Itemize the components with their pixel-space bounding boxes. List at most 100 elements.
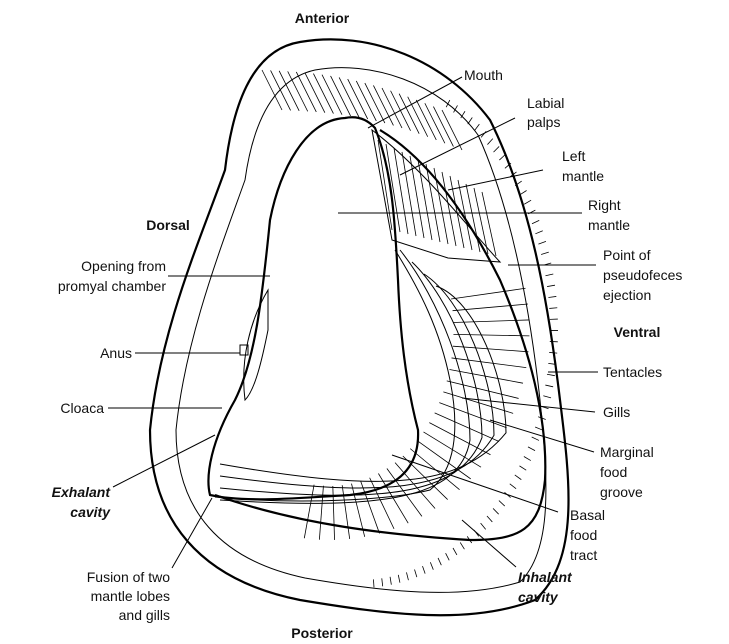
tentacle-tick bbox=[549, 352, 557, 353]
palp-stripe bbox=[410, 156, 424, 238]
hinge-line bbox=[296, 72, 316, 112]
tentacle-tick bbox=[548, 296, 556, 297]
palp-stripe bbox=[482, 192, 496, 256]
label-basal-3: tract bbox=[570, 547, 597, 563]
label-anterior: Anterior bbox=[295, 10, 350, 26]
tentacle-tick bbox=[415, 569, 417, 577]
gill-lamella bbox=[423, 432, 481, 467]
label-anus: Anus bbox=[100, 345, 132, 361]
leader-gills bbox=[462, 398, 595, 412]
label-inhalant-1: Inhalant bbox=[518, 569, 573, 585]
label-cloaca: Cloaca bbox=[60, 400, 104, 416]
tentacle-tick bbox=[547, 374, 555, 375]
label-exhalant-2: cavity bbox=[70, 504, 111, 520]
tentacle-tick bbox=[535, 427, 542, 430]
tentacle-tick bbox=[545, 274, 553, 276]
leader-labial-palps bbox=[400, 118, 515, 175]
palp-stripe bbox=[434, 168, 448, 244]
label-marginal-2: food bbox=[600, 464, 627, 480]
label-inhalant-2: cavity bbox=[518, 589, 559, 605]
tentacle-tick bbox=[535, 231, 542, 234]
tentacle-tick bbox=[545, 385, 553, 387]
gill-lamella bbox=[304, 485, 314, 539]
hinge-line bbox=[305, 73, 325, 113]
label-left-mantle-1: Left bbox=[562, 148, 585, 164]
label-exhalant-1: Exhalant bbox=[52, 484, 112, 500]
gill-lamella bbox=[333, 486, 335, 540]
tentacle-tick bbox=[382, 578, 383, 586]
label-marginal-3: groove bbox=[600, 484, 643, 500]
gill-inner bbox=[215, 250, 455, 501]
label-right-mantle-2: mantle bbox=[588, 217, 630, 233]
tentacle-tick bbox=[481, 523, 486, 529]
hinge-line bbox=[331, 76, 351, 116]
hinge-striations bbox=[262, 70, 462, 150]
tentacle-tick bbox=[499, 501, 505, 506]
tentacle-tick bbox=[460, 542, 464, 549]
tentacle-tick bbox=[549, 308, 557, 309]
hinge-line bbox=[288, 71, 308, 111]
palp-stripe bbox=[394, 148, 408, 234]
tentacle-tick bbox=[519, 466, 526, 470]
tentacle-tick bbox=[520, 191, 527, 195]
visceral-mass bbox=[208, 117, 418, 499]
tentacle-tick bbox=[446, 553, 450, 560]
hinge-line bbox=[313, 74, 333, 114]
label-right-mantle-1: Right bbox=[588, 197, 621, 213]
gill-lamella bbox=[447, 381, 519, 399]
hinge-line bbox=[348, 79, 368, 119]
hinge-line bbox=[356, 81, 376, 121]
label-pseudofeces-3: ejection bbox=[603, 287, 651, 303]
tentacle-tick bbox=[524, 456, 531, 460]
tentacle-tick bbox=[406, 572, 408, 580]
label-ventral: Ventral bbox=[614, 324, 661, 340]
tentacle-tick bbox=[430, 562, 433, 569]
hinge-line bbox=[262, 70, 282, 110]
label-promyal-1: Opening from bbox=[81, 258, 166, 274]
tentacle-tick bbox=[547, 285, 555, 286]
leader-left-mantle bbox=[448, 170, 543, 190]
tentacle-tick bbox=[494, 146, 500, 152]
label-basal-1: Basal bbox=[570, 507, 605, 523]
hinge-line bbox=[322, 75, 342, 115]
label-tentacles: Tentacles bbox=[603, 364, 662, 380]
gill-arc bbox=[220, 262, 482, 495]
label-mouth: Mouth bbox=[464, 67, 503, 83]
tentacle-tick bbox=[423, 566, 426, 574]
gill-lamella bbox=[435, 413, 499, 442]
tentacle-tick bbox=[373, 579, 374, 587]
label-labial-palps-2: palps bbox=[527, 114, 560, 130]
tentacle-tick bbox=[468, 118, 473, 125]
tentacle-tick bbox=[543, 396, 551, 398]
hinge-line bbox=[271, 70, 291, 110]
gill-lamella bbox=[439, 403, 506, 428]
tentacle-tick bbox=[532, 220, 539, 223]
gill-lamella bbox=[342, 485, 349, 539]
tentacle-tick bbox=[493, 508, 499, 514]
tentacle-tick bbox=[398, 575, 400, 583]
label-pseudofeces-2: pseudofeces bbox=[603, 267, 682, 283]
palp-stripe bbox=[458, 180, 472, 250]
tentacle-tick bbox=[475, 124, 480, 130]
leader-fusion bbox=[172, 498, 212, 568]
gill-lamella bbox=[452, 358, 527, 368]
tentacle-tick bbox=[515, 475, 522, 480]
tentacle-tick bbox=[528, 447, 535, 451]
tentacle-tick bbox=[438, 558, 441, 565]
label-posterior: Posterior bbox=[291, 625, 353, 641]
tentacle-tick bbox=[510, 484, 516, 489]
palp-stripe bbox=[402, 152, 416, 236]
leader-inhalant bbox=[462, 520, 516, 567]
tentacle-tick bbox=[499, 155, 505, 160]
tentacle-tick bbox=[532, 437, 539, 440]
label-gills: Gills bbox=[603, 404, 630, 420]
tentacle-tick bbox=[446, 100, 450, 107]
label-pseudofeces-1: Point of bbox=[603, 247, 651, 263]
label-fusion-2: mantle lobes bbox=[91, 588, 170, 604]
gill-arc bbox=[220, 250, 470, 503]
tentacle-tick bbox=[487, 139, 492, 145]
gill-lamella bbox=[451, 288, 525, 299]
gill-lamella bbox=[453, 320, 529, 323]
tentacle-tick bbox=[538, 241, 546, 244]
